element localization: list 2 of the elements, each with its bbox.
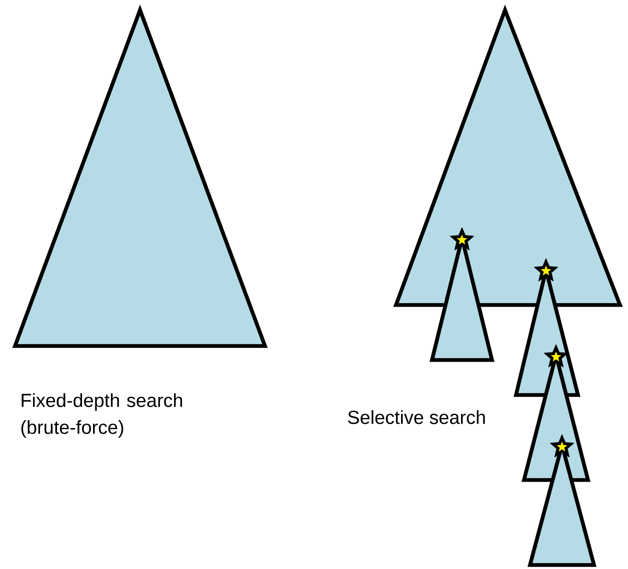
caption: Fixed-depth search (brute-force) [21,393,182,438]
caption: Selective search [348,410,485,424]
